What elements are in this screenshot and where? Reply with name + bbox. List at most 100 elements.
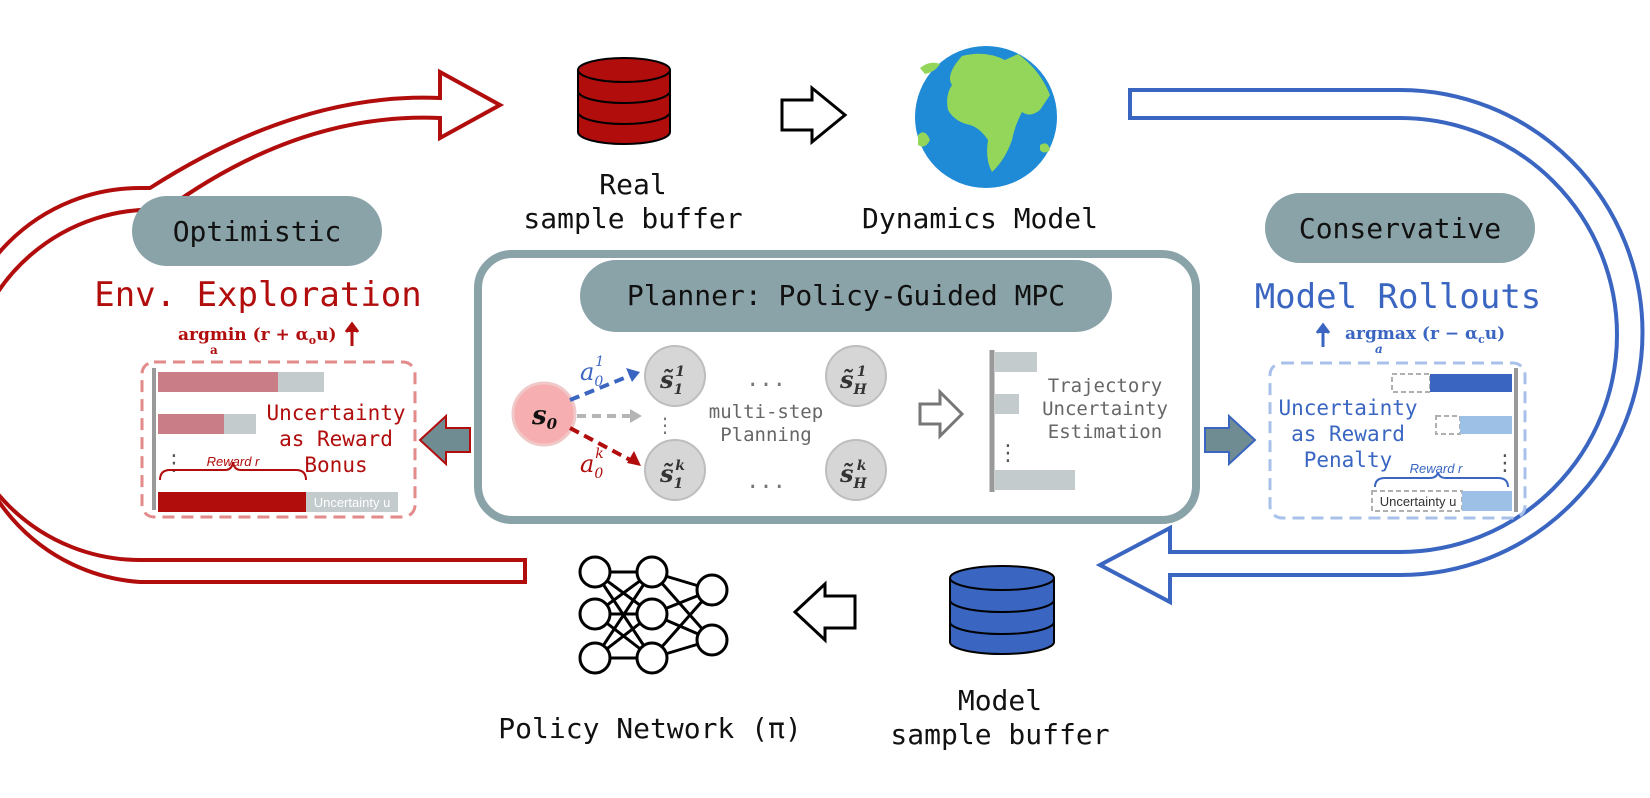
trajectory-bar-1 — [995, 352, 1037, 372]
node-11-sup: 1 — [675, 364, 685, 380]
multi-step-line2: Planning — [720, 424, 812, 446]
left-reward-bonus-box — [140, 360, 417, 519]
right-box-line1: Uncertainty — [1278, 396, 1417, 420]
left-vertical-dots: ⋮ — [163, 450, 185, 475]
arrow-left-slate-icon — [418, 413, 471, 467]
blue-loop-arrow — [1095, 88, 1645, 606]
node-1H-sub: H — [853, 382, 868, 398]
svg-text:s̃H1: s̃H 1 — [839, 364, 868, 398]
arrow-right-slate-icon — [1204, 413, 1257, 467]
right-formula: argmax (r − αcu) a — [1315, 322, 1505, 356]
right-uncertainty-label: Uncertainty u — [1380, 494, 1457, 509]
action-arrow-bottom — [569, 426, 641, 466]
right-reward-label: Reward r — [1410, 461, 1463, 476]
left-formula-text: argmin (r + α — [178, 325, 309, 345]
left-formula-under: a — [210, 343, 218, 357]
right-box-line2: as Reward — [1291, 422, 1405, 446]
node-k1-sup: k — [675, 458, 685, 474]
state-node-k-H — [825, 439, 887, 501]
svg-text:s̃1k: s̃1 k — [659, 458, 685, 492]
a-bot-sub: 0 — [594, 466, 603, 482]
ellipsis-bottom: ... — [746, 469, 786, 494]
node-k1-main: s̃ — [659, 459, 674, 488]
state-node-k-1 — [644, 439, 706, 501]
planner-title: Planner: Policy-Guided MPC — [627, 279, 1065, 312]
left-box-line2: as Reward — [279, 427, 393, 451]
state-node-1-1 — [644, 345, 706, 407]
node-11-sub: 1 — [674, 382, 684, 398]
arrow-right-gray-icon — [918, 388, 965, 440]
model-buffer-label-line2: sample buffer — [890, 718, 1109, 751]
svg-text:a0k: a0 k — [580, 446, 604, 482]
a-bot-sup: k — [595, 446, 603, 462]
red-loop-arrow — [0, 68, 527, 584]
s0-sub: 0 — [547, 415, 558, 433]
node-kH-sub: H — [853, 476, 868, 492]
right-reward-penalty-box — [1268, 361, 1527, 520]
arrow-right-icon — [780, 84, 848, 146]
globe-icon — [915, 46, 1057, 188]
real-buffer-database-icon — [577, 57, 671, 145]
trajectory-vertical-dots: ⋮ — [997, 440, 1019, 465]
conservative-pill — [1265, 193, 1535, 263]
right-bar-1-reward — [1430, 374, 1512, 392]
node-k1-sub: 1 — [674, 476, 684, 492]
svg-text:s0: s0 — [531, 401, 558, 433]
a-top-text: a — [580, 358, 594, 386]
multi-step-line1: multi-step — [709, 401, 823, 423]
svg-text:argmin (r + αou): argmin (r + αou) — [178, 325, 337, 347]
dynamics-model-label: Dynamics Model — [862, 202, 1098, 235]
trajectory-bar-3 — [995, 470, 1075, 490]
trajectory-line1: Trajectory — [1048, 375, 1162, 397]
left-bar-1-reward — [158, 372, 278, 392]
right-formula-sub: c — [1478, 333, 1485, 346]
env-exploration-title: Env. Exploration — [94, 275, 422, 315]
left-uncertainty-label: Uncertainty u — [314, 495, 391, 510]
node-1H-sup: 1 — [857, 364, 867, 380]
a-top-sub: 0 — [594, 374, 603, 390]
model-buffer-database-icon — [949, 565, 1055, 655]
s0-text: s — [531, 401, 547, 431]
s0-node — [511, 381, 577, 447]
trajectory-line2: Uncertainty — [1042, 398, 1168, 420]
optimistic-pill-label: Optimistic — [173, 215, 342, 248]
model-buffer-label-line1: Model — [958, 684, 1042, 717]
left-bar-2-reward — [158, 414, 224, 434]
svg-text:a01: a0 1 — [580, 354, 604, 390]
right-formula-text: argmax (r − α — [1345, 324, 1478, 344]
right-formula-tail: u) — [1485, 324, 1505, 344]
state-node-1-H — [825, 345, 887, 407]
left-formula-sub: o — [309, 334, 316, 347]
left-bar-3-reward — [158, 492, 306, 512]
conservative-pill-label: Conservative — [1299, 212, 1501, 245]
node-kH-sup: k — [857, 458, 867, 474]
neural-network-icon — [578, 555, 729, 675]
trajectory-line3: Estimation — [1048, 421, 1162, 443]
svg-text:s̃Hk: s̃Hk — [839, 458, 868, 492]
left-reward-label: Reward r — [207, 454, 260, 469]
left-formula: argmin (r + αou) a — [178, 321, 360, 357]
node-kH-main: s̃ — [839, 459, 854, 488]
left-bar-3-uncertainty — [306, 492, 398, 512]
real-buffer-label-line2: sample buffer — [523, 202, 742, 235]
left-formula-tail: u) — [316, 325, 336, 345]
policy-network-label: Policy Network (π) — [498, 712, 801, 745]
a-bot-text: a — [580, 450, 594, 478]
right-bar-2-dashed — [1435, 415, 1461, 435]
right-formula-under: a — [1375, 342, 1383, 356]
svg-text:s̃11: s̃1 1 — [659, 364, 685, 398]
action-arrow-middle — [577, 409, 642, 423]
right-vertical-dots: ⋮ — [1494, 450, 1516, 475]
left-box-line3: Bonus — [304, 453, 367, 477]
node-11-main: s̃ — [659, 365, 674, 394]
ellipsis-top: ... — [746, 367, 786, 392]
a-top-sup: 1 — [595, 354, 604, 370]
planner-title-pill — [580, 260, 1112, 332]
node-1H-main: s̃ — [839, 365, 854, 394]
arrow-left-icon — [792, 580, 857, 644]
right-bar-1-dashed — [1391, 373, 1431, 393]
right-bar-3-reward — [1462, 491, 1512, 511]
real-buffer-label-line1: Real — [599, 168, 666, 201]
trajectory-bar-2 — [995, 394, 1019, 414]
model-rollouts-title: Model Rollouts — [1255, 277, 1542, 317]
